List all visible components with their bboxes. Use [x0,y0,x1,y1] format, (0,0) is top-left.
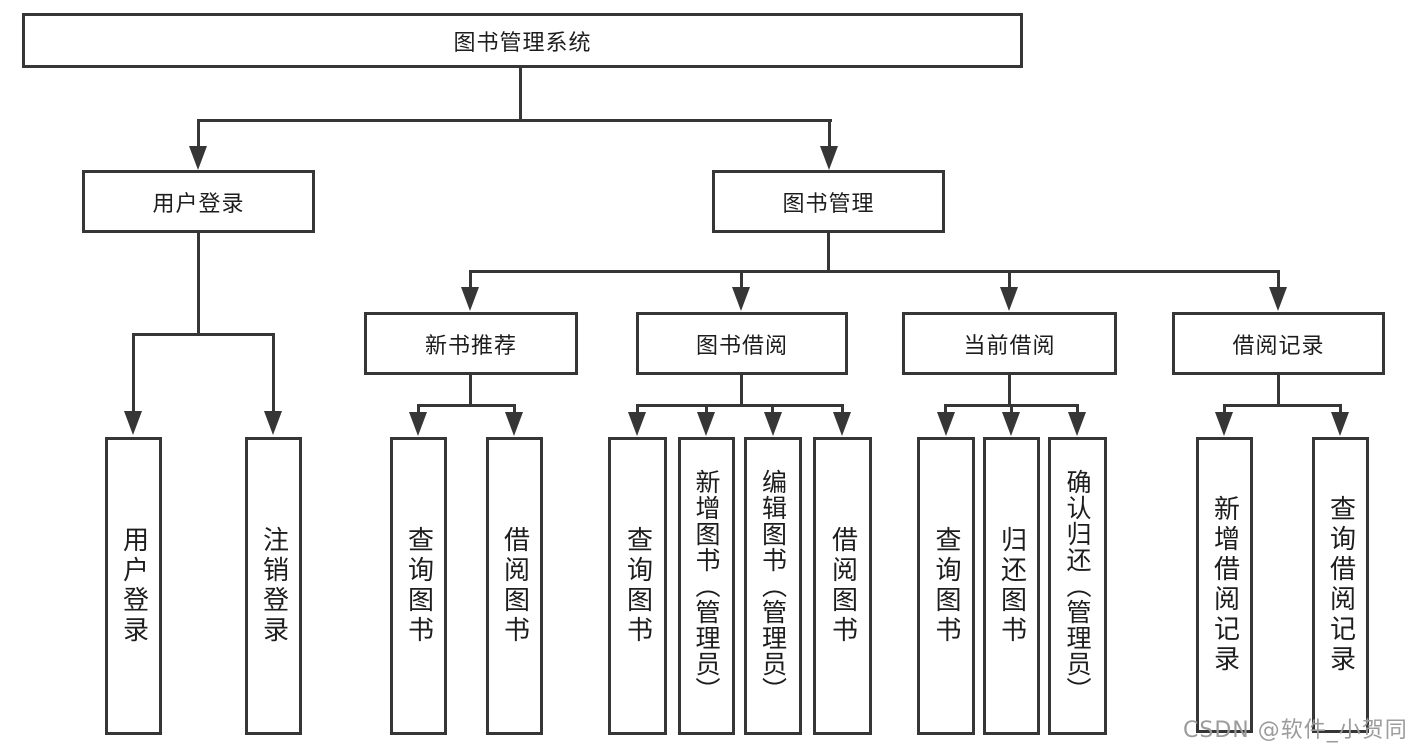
leaf-edit-book-admin: 编辑图书（管理员） [744,437,802,735]
connector-line [132,333,275,336]
leaf-return-book: 归还图书 [983,437,1040,735]
leaf-confirm-return-admin: 确认归还（管理员） [1048,437,1107,735]
leaf-label: 借阅图书 [827,526,858,646]
node-label: 新书推荐 [424,333,517,359]
connector-line [132,333,135,413]
arrowhead-down-icon [1000,287,1018,311]
connector-line [197,233,200,336]
leaf-label: 查询图书 [403,526,434,646]
arrowhead-down-icon [764,412,782,436]
node-book-management: 图书管理 [712,170,945,233]
connector-line [197,119,832,122]
leaf-query-borrow-record: 查询借阅记录 [1312,437,1369,733]
node-borrow-records: 借阅记录 [1172,312,1385,375]
node-label: 用户登录 [152,191,245,217]
leaf-label: 确认归还（管理员） [1063,469,1092,703]
arrowhead-down-icon [820,146,838,170]
node-label: 借阅记录 [1232,333,1325,359]
arrowhead-down-icon [124,411,142,435]
connector-line [1008,375,1011,407]
leaf-query-books-current: 查询图书 [917,437,975,735]
leaf-label: 借阅图书 [499,526,530,646]
node-label: 图书管理系统 [453,30,592,56]
leaf-label: 归还图书 [996,526,1027,646]
arrowhead-down-icon [409,412,427,436]
arrowhead-down-icon [264,411,282,435]
connector-line [272,333,275,413]
connector-line [469,270,472,288]
connector-line [1339,404,1342,416]
arrowhead-down-icon [1269,287,1287,311]
leaf-borrow-books-recommend: 借阅图书 [486,437,543,735]
leaf-label: 查询图书 [622,526,653,646]
connector-line [944,404,947,416]
arrowhead-down-icon [1068,412,1086,436]
csdn-watermark: CSDN @软件_小贺同学 [1183,718,1405,743]
arrowhead-down-icon [697,412,715,436]
leaf-label: 注销登录 [258,526,289,646]
connector-line [828,119,831,149]
node-new-book-recommend: 新书推荐 [364,312,578,375]
leaf-label: 新增图书（管理员） [692,469,721,703]
arrowhead-down-icon [628,412,646,436]
arrowhead-down-icon [505,412,523,436]
node-root: 图书管理系统 [22,13,1023,68]
leaf-query-books-recommend: 查询图书 [390,437,447,735]
leaf-logout: 注销登录 [245,437,302,735]
leaf-query-books-borrow: 查询图书 [608,437,667,735]
node-user-login: 用户登录 [82,170,315,233]
leaf-label: 新增借阅记录 [1209,495,1240,675]
node-label: 图书管理 [782,191,875,217]
leaf-label: 查询图书 [931,526,961,646]
connector-line [197,119,200,149]
connector-line [519,68,522,121]
connector-line [1223,404,1342,407]
leaf-add-borrow-record: 新增借阅记录 [1196,437,1253,733]
leaf-user-login: 用户登录 [105,437,162,735]
connector-line [705,404,708,416]
node-label: 当前借阅 [963,333,1056,359]
arrowhead-down-icon [732,287,750,311]
connector-line [636,404,639,416]
connector-line [417,404,420,416]
connector-line [513,404,516,416]
arrowhead-down-icon [937,412,955,436]
connector-line [636,404,844,407]
connector-line [1010,404,1013,416]
leaf-label: 用户登录 [118,526,149,646]
connector-line [469,375,472,407]
leaf-borrow-books-borrow: 借阅图书 [813,437,872,735]
connector-line [771,404,774,416]
arrowhead-down-icon [1215,412,1233,436]
node-current-borrow: 当前借阅 [902,312,1117,375]
connector-line [1277,270,1280,288]
arrowhead-down-icon [833,412,851,436]
connector-line [827,233,830,273]
arrowhead-down-icon [461,287,479,311]
arrowhead-down-icon [1331,412,1349,436]
connector-line [841,404,844,416]
connector-line [1277,375,1280,407]
connector-line [1223,404,1226,416]
arrowhead-down-icon [189,146,207,170]
connector-line [740,375,743,407]
leaf-add-book-admin: 新增图书（管理员） [678,437,735,735]
connector-line [469,270,1280,273]
leaf-label: 编辑图书（管理员） [758,469,788,703]
connector-line [740,270,743,288]
node-book-borrow: 图书借阅 [636,312,848,375]
arrowhead-down-icon [1002,412,1020,436]
connector-line [1008,270,1011,288]
leaf-label: 查询借阅记录 [1325,495,1356,675]
node-label: 图书借阅 [695,333,788,359]
connector-line [417,404,516,407]
connector-line [1076,404,1079,416]
